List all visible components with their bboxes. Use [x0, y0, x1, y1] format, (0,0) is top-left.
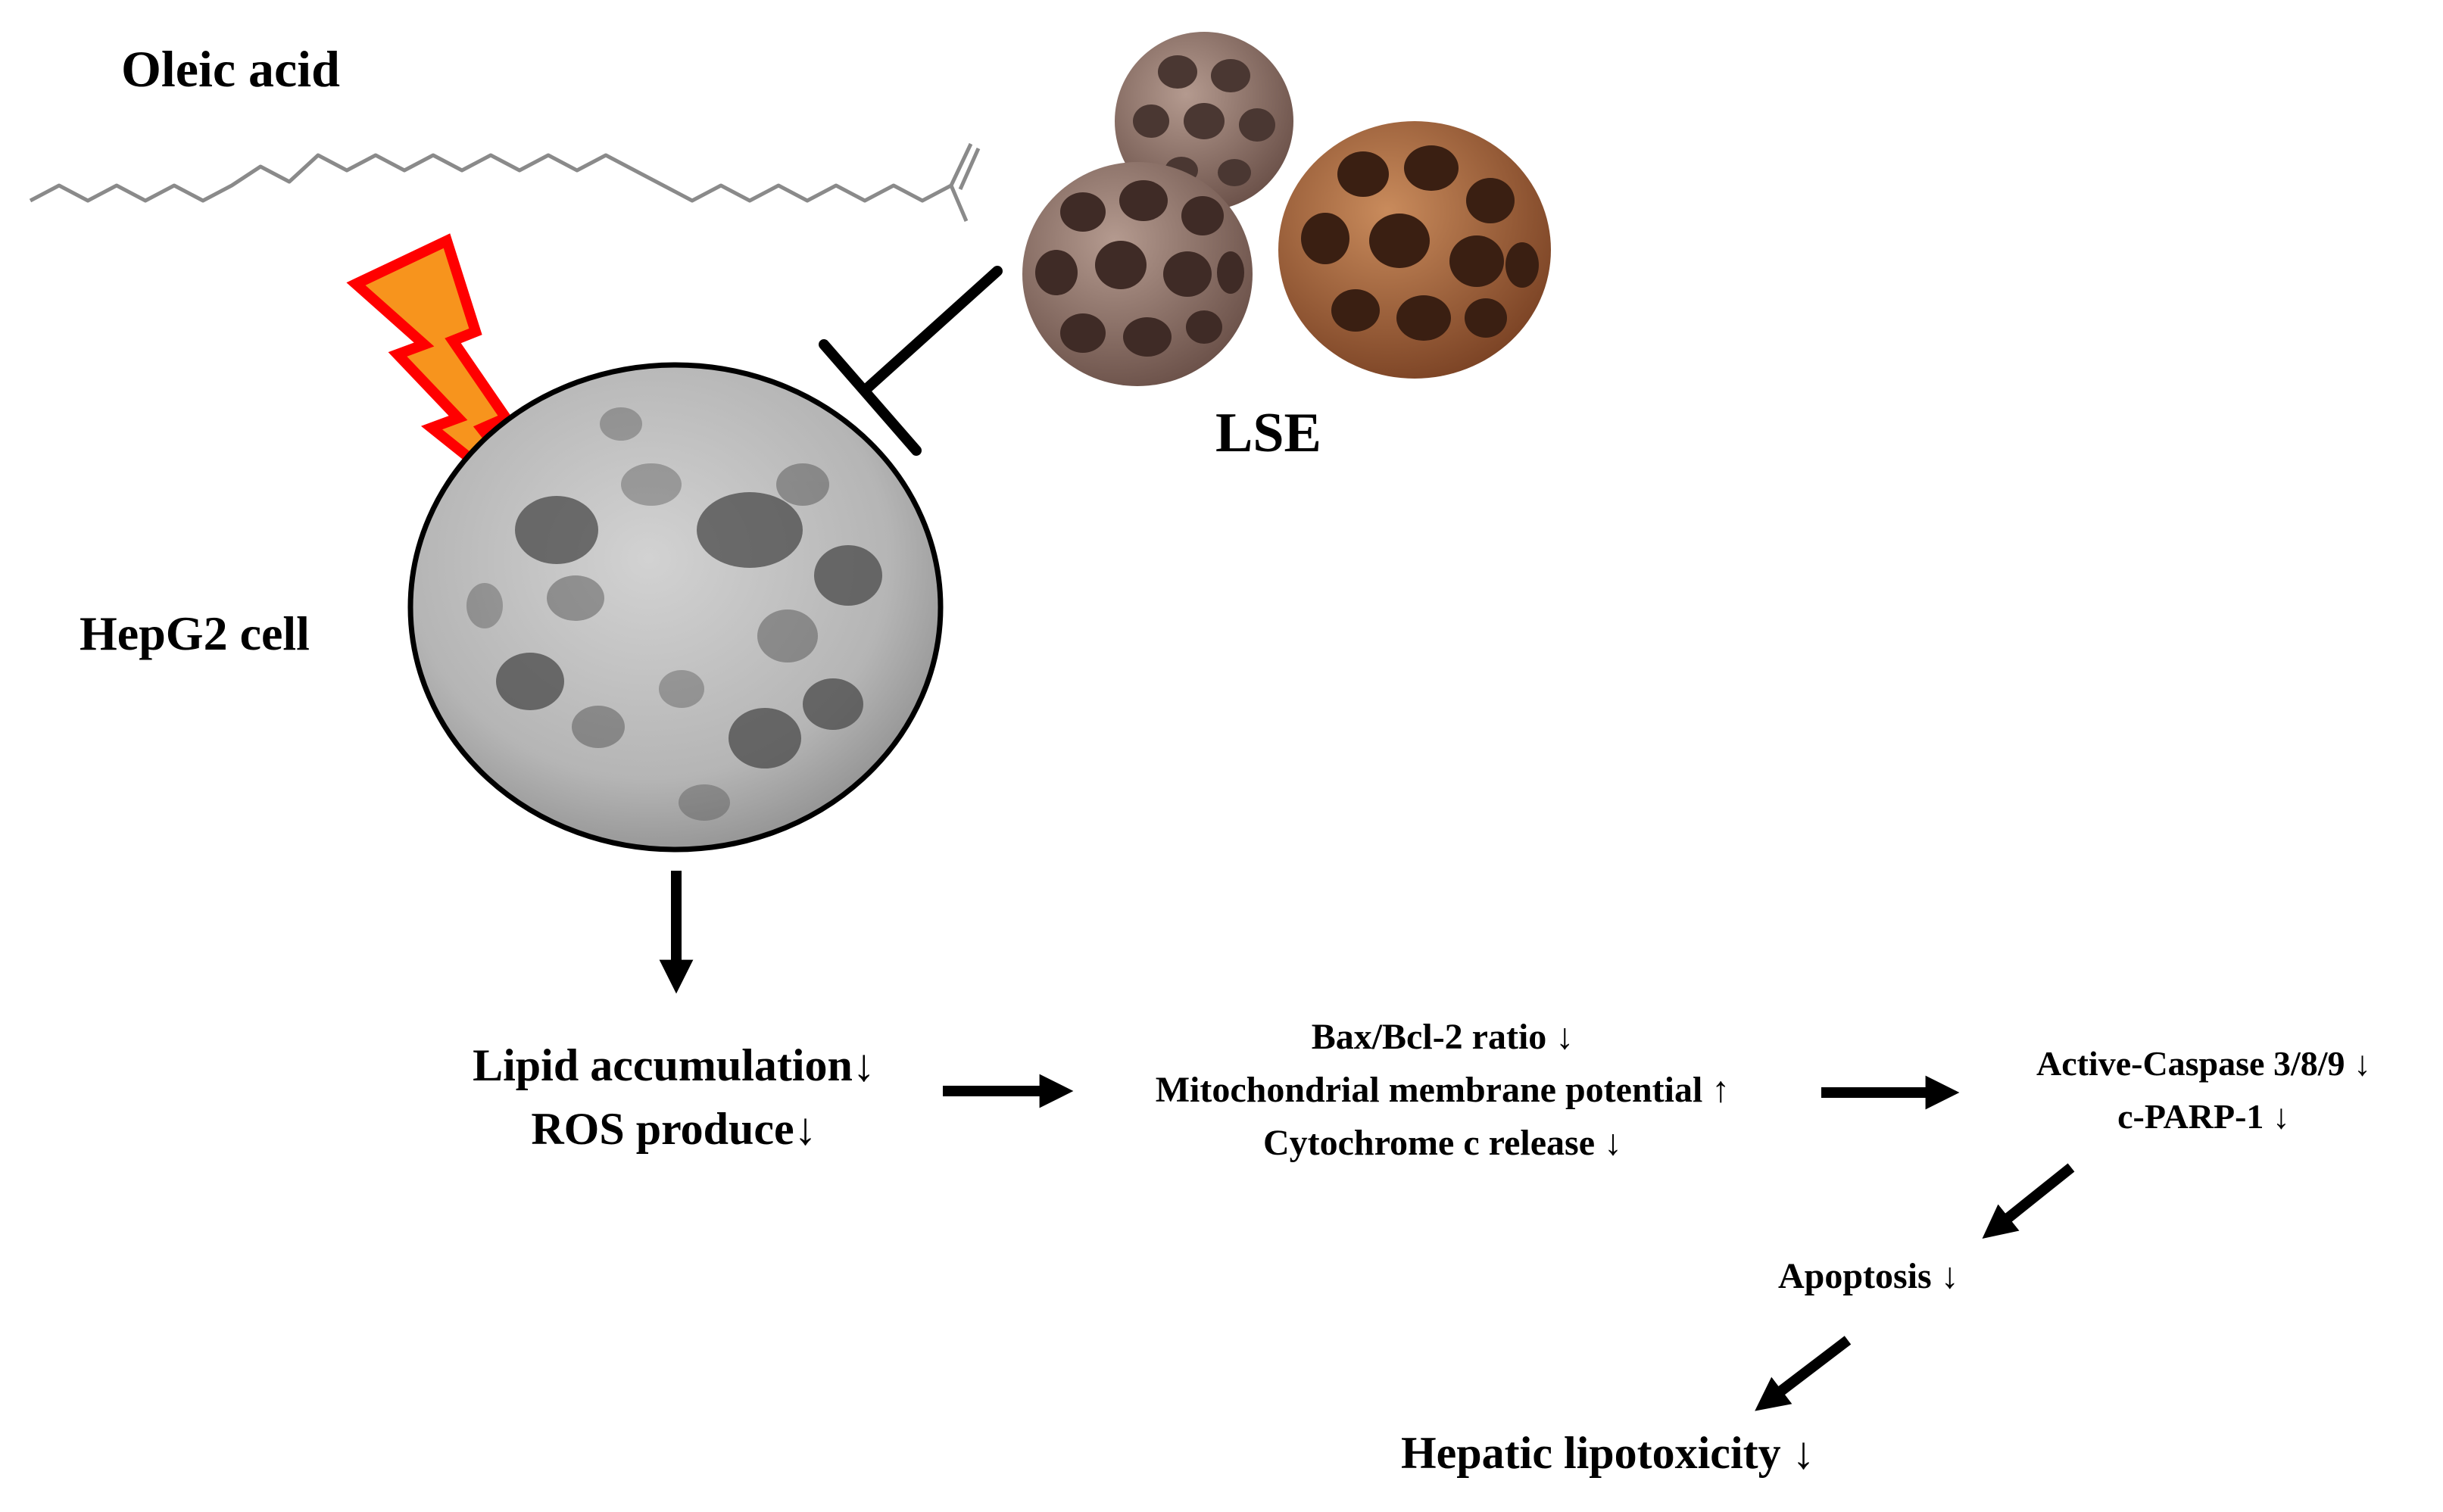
oleic-acid-label: Oleic acid [121, 40, 340, 98]
active-caspase-text: Active-Caspase 3/8/9 ↓ [2036, 1044, 2372, 1083]
caspase-effects: Active-Caspase 3/8/9 ↓ c-PARP-1 ↓ [1961, 1037, 2443, 1143]
mitochondrial-effects: Bax/Bcl-2 ratio ↓ Mitochondrial membrane… [1060, 1011, 1825, 1170]
ros-produce-text: ROS produce↓ [531, 1104, 817, 1154]
arrow-caspase-to-apoptosis [1982, 1163, 2075, 1239]
lotus-seedpod-icon [1022, 32, 1551, 386]
cytochrome-c-text: Cytochrome c release ↓ [1262, 1123, 1623, 1163]
lipid-accumulation-text: Lipid accumulation↓ [473, 1040, 875, 1090]
lipid-ros-effects: Lipid accumulation↓ ROS produce↓ [409, 1033, 939, 1161]
hepatic-lipotoxicity-text: Hepatic lipotoxicity ↓ [1401, 1428, 1815, 1478]
arrow-apoptosis-to-outcome [1755, 1336, 1852, 1411]
apoptosis-text: Apoptosis ↓ [1778, 1256, 1959, 1296]
inhibition-bar-icon [819, 266, 1003, 456]
bax-bcl2-text: Bax/Bcl-2 ratio ↓ [1311, 1017, 1574, 1057]
hepg2-cell-micrograph-icon [407, 362, 944, 853]
mitochondrial-potential-text: Mitochondrial membrane potential ↑ [1155, 1070, 1730, 1110]
c-parp1-text: c-PARP-1 ↓ [2117, 1097, 2290, 1136]
lse-label: LSE [1215, 402, 1321, 464]
hepg2-cell-label: HepG2 cell [80, 606, 310, 660]
oleic-acid-structure-icon [29, 142, 981, 222]
